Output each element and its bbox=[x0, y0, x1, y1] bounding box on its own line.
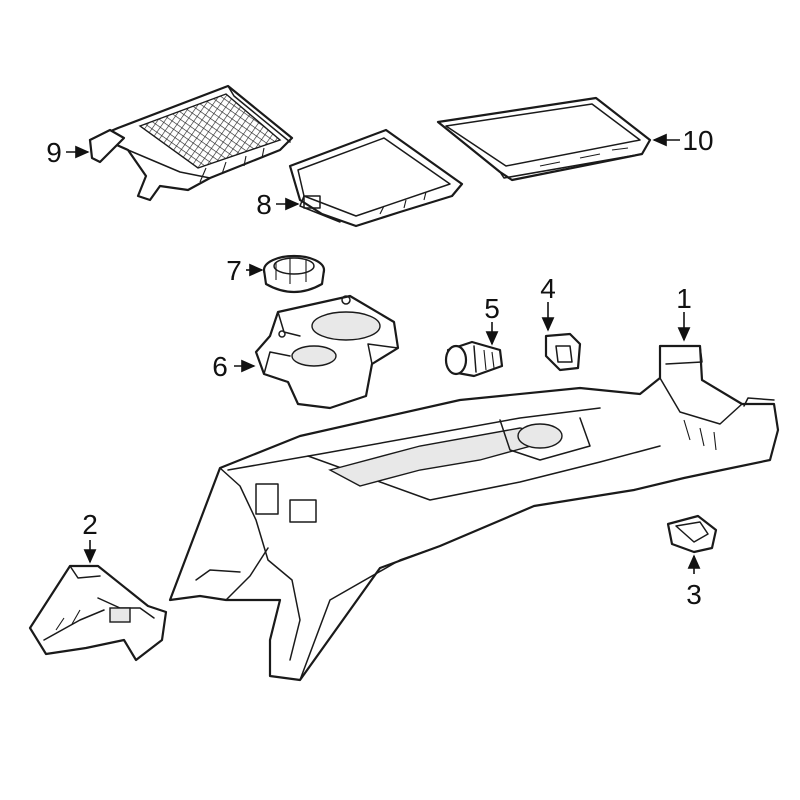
callout-5: 5 bbox=[484, 293, 500, 346]
part-10-lid[interactable] bbox=[436, 96, 652, 182]
part-2-bracket[interactable] bbox=[28, 564, 168, 662]
callout-4-label: 4 bbox=[540, 273, 556, 304]
callout-9-label: 9 bbox=[46, 137, 62, 168]
callout-10: 10 bbox=[652, 125, 714, 156]
callout-3-label: 3 bbox=[686, 579, 702, 610]
part-4-clip[interactable] bbox=[544, 332, 582, 372]
part-3-bracket[interactable] bbox=[666, 514, 718, 554]
callout-4: 4 bbox=[540, 273, 556, 332]
part-9-mesh-tray[interactable] bbox=[88, 84, 294, 202]
callout-1-label: 1 bbox=[676, 283, 692, 314]
callout-8-label: 8 bbox=[256, 189, 272, 220]
callout-9: 9 bbox=[46, 137, 90, 168]
callout-2-label: 2 bbox=[82, 509, 98, 540]
part-8-tray-insert[interactable] bbox=[288, 128, 464, 228]
callout-1: 1 bbox=[676, 283, 692, 342]
callout-8: 8 bbox=[256, 189, 300, 220]
callout-10-label: 10 bbox=[682, 125, 713, 156]
callout-3: 3 bbox=[686, 554, 702, 610]
callout-7-label: 7 bbox=[226, 255, 242, 286]
callout-6: 6 bbox=[212, 351, 256, 382]
part-5-connector[interactable] bbox=[444, 340, 504, 378]
part-7-ring[interactable] bbox=[262, 254, 326, 294]
callout-2: 2 bbox=[82, 509, 98, 564]
callout-6-label: 6 bbox=[212, 351, 228, 382]
part-1-console[interactable] bbox=[168, 344, 780, 682]
callout-7: 7 bbox=[226, 255, 264, 286]
callout-5-label: 5 bbox=[484, 293, 500, 324]
part-6-cup-holder[interactable] bbox=[254, 294, 400, 410]
